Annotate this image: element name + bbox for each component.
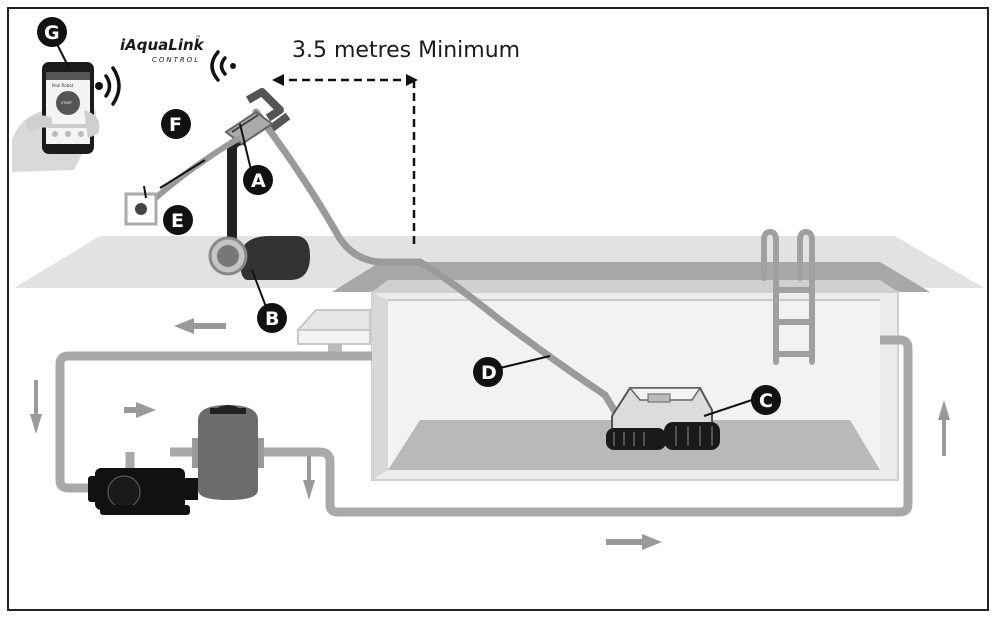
phone-screen-header: Pool Robot xyxy=(52,83,74,88)
phone-wifi-signal-icon xyxy=(95,66,121,106)
marker-B: B xyxy=(257,303,287,333)
pool-pump xyxy=(88,468,198,515)
smartphone-hand: Pool Robot START xyxy=(12,62,100,172)
marker-D: D xyxy=(473,357,503,387)
phone-start-button xyxy=(56,91,80,115)
circulation-piping xyxy=(55,335,913,517)
flow-arrow-icon xyxy=(30,318,950,550)
iaqualink-logo: iAquaLink ™ CONTROL xyxy=(120,35,205,64)
leader-line-F xyxy=(159,159,206,189)
distance-indicator xyxy=(272,74,418,248)
marker-E: E xyxy=(163,205,193,235)
svg-text:A: A xyxy=(251,170,266,192)
brand-name: iAquaLink xyxy=(120,36,205,54)
marker-G: G xyxy=(37,17,67,47)
wifi-signal-icon xyxy=(210,50,236,82)
brand-subtitle: CONTROL xyxy=(152,56,200,64)
svg-text:B: B xyxy=(265,308,279,330)
power-outlet xyxy=(124,185,158,226)
marker-C: C xyxy=(751,385,781,415)
robot-caddy xyxy=(208,135,310,280)
svg-text:D: D xyxy=(481,362,497,384)
marker-A: A xyxy=(243,165,273,195)
brand-trademark: ™ xyxy=(195,35,201,42)
pool-basin xyxy=(371,280,899,481)
skimmer xyxy=(295,309,371,356)
svg-text:E: E xyxy=(171,210,184,232)
phone-start-label: START xyxy=(61,101,73,105)
sand-filter xyxy=(192,405,264,500)
svg-text:F: F xyxy=(169,114,182,136)
pool-robot xyxy=(606,387,720,450)
floating-cable xyxy=(252,108,624,424)
pool-ladder xyxy=(761,228,815,365)
marker-F: F xyxy=(161,109,191,139)
svg-text:G: G xyxy=(44,22,60,44)
distance-label: 3.5 metres Minimum xyxy=(292,38,520,63)
svg-text:C: C xyxy=(759,390,773,412)
